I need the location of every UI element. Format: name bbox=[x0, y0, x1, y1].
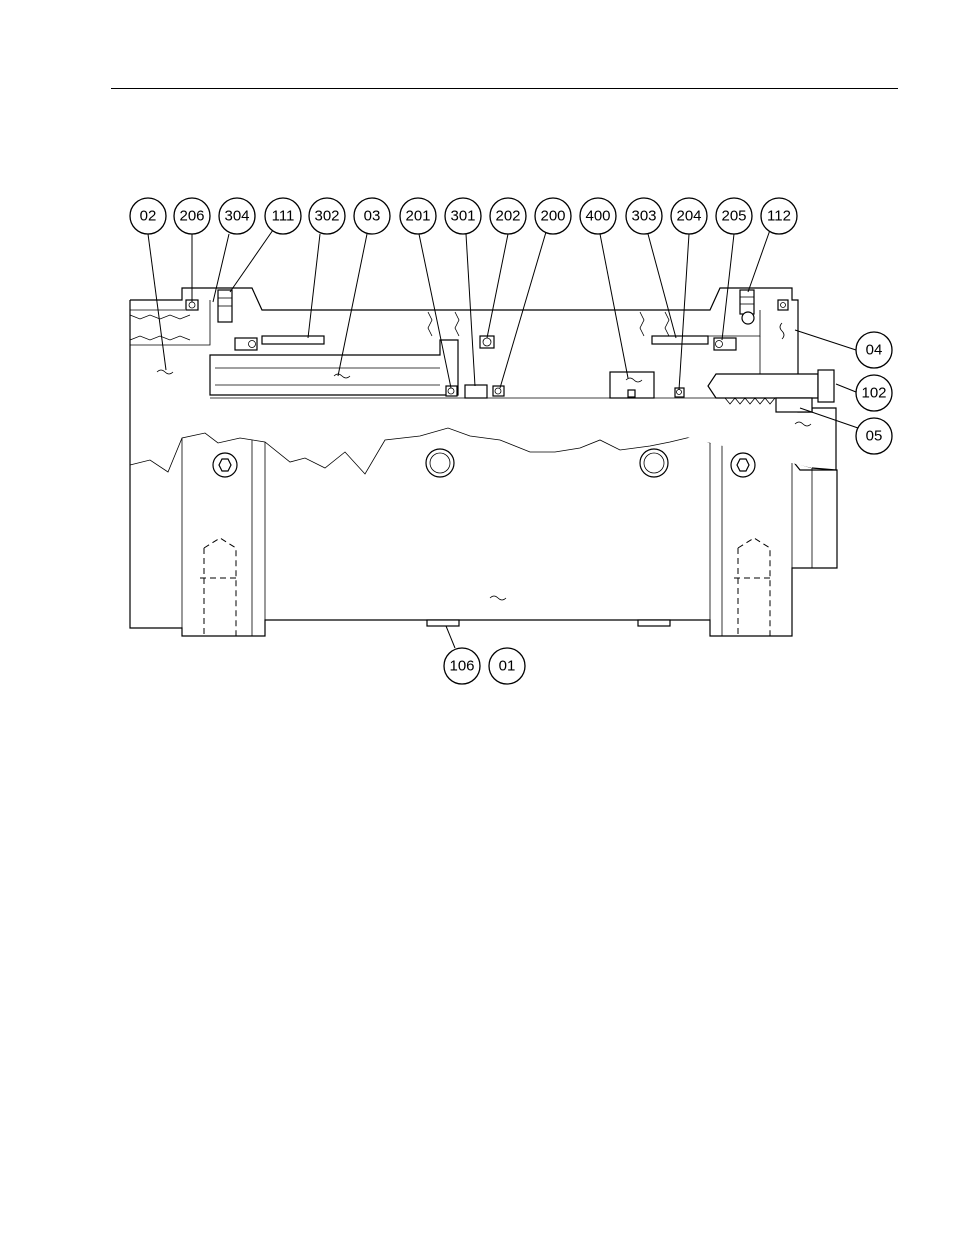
svg-text:205: 205 bbox=[721, 208, 746, 225]
o-ring-200 bbox=[493, 386, 504, 396]
svg-text:201: 201 bbox=[405, 208, 430, 225]
svg-text:204: 204 bbox=[676, 208, 701, 225]
callout-204: 204 bbox=[671, 198, 707, 234]
svg-text:303: 303 bbox=[631, 208, 656, 225]
callout-301: 301 bbox=[445, 198, 481, 234]
callout-302: 302 bbox=[309, 198, 345, 234]
svg-text:106: 106 bbox=[449, 658, 474, 675]
svg-text:01: 01 bbox=[499, 658, 516, 675]
svg-text:03: 03 bbox=[364, 208, 381, 225]
svg-text:04: 04 bbox=[866, 342, 883, 359]
center-bolt-right bbox=[640, 449, 668, 477]
set-screw-112 bbox=[740, 290, 754, 324]
callout-303: 303 bbox=[626, 198, 662, 234]
svg-text:206: 206 bbox=[179, 208, 204, 225]
callout-02: 02 bbox=[130, 198, 166, 234]
callout-106: 106 bbox=[444, 648, 480, 684]
svg-text:200: 200 bbox=[540, 208, 565, 225]
callout-01: 01 bbox=[489, 648, 525, 684]
flange-screw-left bbox=[213, 453, 237, 477]
svg-text:02: 02 bbox=[140, 208, 157, 225]
callout-206: 206 bbox=[174, 198, 210, 234]
callout-202: 202 bbox=[490, 198, 526, 234]
callout-04: 04 bbox=[856, 332, 892, 368]
svg-text:304: 304 bbox=[224, 208, 249, 225]
o-ring-04 bbox=[778, 300, 788, 310]
svg-text:111: 111 bbox=[272, 208, 295, 225]
o-ring-400-small bbox=[628, 390, 635, 397]
svg-text:202: 202 bbox=[495, 208, 520, 225]
callout-102: 102 bbox=[856, 375, 892, 411]
svg-text:102: 102 bbox=[861, 385, 886, 402]
center-bolt-left bbox=[426, 449, 454, 477]
set-screw-111 bbox=[218, 290, 232, 322]
callout-201: 201 bbox=[400, 198, 436, 234]
svg-text:400: 400 bbox=[585, 208, 610, 225]
seal-ring-301 bbox=[465, 385, 487, 398]
callout-111: 111 bbox=[265, 198, 301, 234]
o-ring-201 bbox=[446, 386, 457, 396]
callout-205: 205 bbox=[716, 198, 752, 234]
callout-200: 200 bbox=[535, 198, 571, 234]
seal-ring-303 bbox=[652, 336, 708, 344]
svg-text:301: 301 bbox=[450, 208, 475, 225]
callout-400: 400 bbox=[580, 198, 616, 234]
callout-03: 03 bbox=[354, 198, 390, 234]
callout-304: 304 bbox=[219, 198, 255, 234]
callout-05: 05 bbox=[856, 418, 892, 454]
flange-screw-right bbox=[731, 453, 755, 477]
svg-text:112: 112 bbox=[767, 208, 791, 225]
o-ring-304 bbox=[235, 338, 257, 350]
o-ring-205 bbox=[714, 338, 736, 350]
svg-text:302: 302 bbox=[314, 208, 339, 225]
svg-text:05: 05 bbox=[866, 428, 883, 445]
seal-ring-302 bbox=[262, 336, 324, 344]
callout-112: 112 bbox=[761, 198, 797, 234]
